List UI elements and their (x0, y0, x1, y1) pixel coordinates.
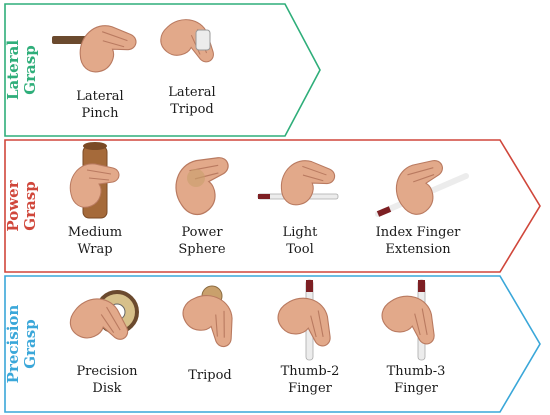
precision-disk-hand-icon (69, 290, 139, 340)
thumb-3-finger-hand-icon (381, 279, 435, 361)
precision-grasp-label-line: Grasp (21, 319, 39, 369)
precision-item-label-line: Disk (92, 381, 122, 396)
lateral-item-label-line: Lateral (76, 89, 124, 104)
light-tool-hand-icon (257, 160, 339, 206)
thumb-2-finger-hand-icon (277, 279, 331, 361)
index-finger-extension-hand-icon (375, 160, 469, 217)
power-item-label-line: Index Finger (375, 225, 461, 240)
lateral-item-label-line: Lateral (168, 85, 216, 100)
lateral-tripod-hand-icon (160, 19, 214, 63)
precision-grasp-label-line: Precision (4, 304, 22, 384)
tripod-hand-icon (182, 285, 233, 348)
power-item-label-line: Power (181, 225, 223, 240)
lateral-grasp-panel (4, 3, 321, 137)
lateral-pinch-hand-icon (52, 25, 137, 73)
precision-item-label-line: Tripod (188, 368, 232, 383)
precision-item-label-line: Finger (394, 381, 438, 396)
power-sphere-hand-icon (175, 157, 229, 216)
power-grasp-panel (4, 139, 541, 273)
power-item-label-line: Tool (286, 242, 314, 257)
medium-wrap-hand-icon (69, 142, 120, 219)
power-item-label-line: Extension (385, 242, 451, 257)
precision-item-label-line: Thumb-2 (280, 364, 340, 379)
power-item-label-line: Wrap (77, 242, 113, 257)
precision-grasp-panel (4, 275, 541, 413)
power-item-label-line: Medium (67, 225, 123, 240)
lateral-item-label-line: Pinch (81, 106, 119, 121)
precision-item-label-line: Finger (288, 381, 332, 396)
precision-item-label: Tripod (150, 367, 270, 384)
lateral-item-label-line: Tripod (170, 102, 214, 117)
power-item-label-line: Light (282, 225, 318, 240)
lateral-grasp-label-line: Grasp (21, 45, 39, 95)
precision-item-label-line: Thumb-3 (386, 364, 446, 379)
precision-item-label-line: Precision (76, 364, 138, 379)
power-item-label-line: Sphere (178, 242, 226, 257)
lateral-grasp-label-line: Lateral (4, 39, 22, 101)
power-grasp-label-line: Power (4, 180, 22, 232)
